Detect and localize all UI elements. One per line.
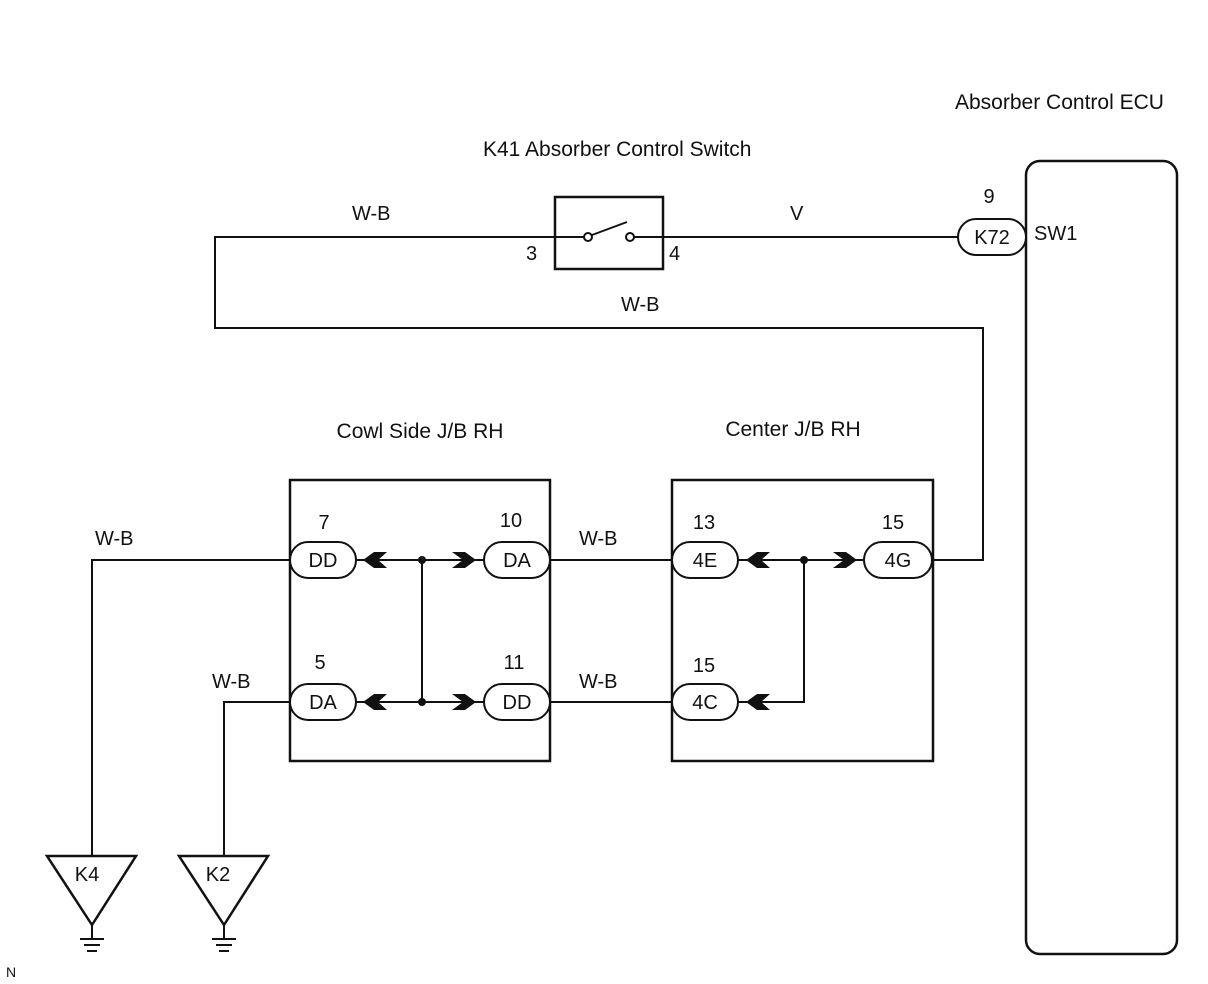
cowl-terminal-upper-left (363, 552, 387, 568)
cowl-connector-lower-left-pin: 5 (314, 652, 325, 674)
ecu-connector-k72 (957, 218, 1027, 256)
wire-color-top-left: W-B (352, 203, 391, 225)
ground-point-k4: K4 (44, 854, 139, 952)
switch-pin-right: 4 (669, 243, 680, 265)
center-connector-lower-left-pin: 15 (693, 655, 715, 677)
return-wire (214, 236, 984, 561)
cowl-terminal-lower-right (452, 694, 476, 710)
jb-links: W-B W-B (550, 528, 672, 703)
ground-label-k2: K2 (206, 864, 230, 886)
cowl-splice-lower (418, 698, 426, 706)
center-connector-lower-left-code: 4C (692, 692, 718, 714)
cowl-connector-lower-right-code: DD (503, 692, 532, 714)
top-wiring: W-B V W-B (214, 203, 984, 561)
switch-title: K41 Absorber Control Switch (483, 138, 751, 161)
center-connector-upper-right-code: 4G (885, 550, 912, 572)
cowl-jb-title: Cowl Side J/B RH (337, 420, 504, 443)
center-connector-upper-right (863, 541, 933, 579)
ecu-block: Absorber Control ECU SW1 (955, 91, 1179, 956)
switch-block: K41 Absorber Control Switch 3 4 (483, 138, 751, 271)
center-terminal-upper-right (833, 552, 857, 568)
k2-ground-wire (223, 701, 290, 856)
switch-blade (591, 221, 628, 236)
center-terminal-upper-left (746, 552, 770, 568)
wire-color-jb-upper: W-B (579, 528, 618, 550)
cowl-connector-upper-left-code: DD (309, 550, 338, 572)
cowl-jb-body (288, 478, 552, 763)
wire-color-return: W-B (621, 294, 660, 316)
center-jb-title: Center J/B RH (725, 418, 860, 441)
center-connector-upper-left-pin: 13 (693, 512, 715, 534)
cowl-junction-block: Cowl Side J/B RH DD 7 DA 10 DA 5 DD 11 (288, 420, 552, 763)
corner-mark: N (6, 964, 16, 980)
ecu-body (1024, 159, 1179, 956)
center-connector-upper-right-pin: 15 (882, 512, 904, 534)
switch-contact-right (625, 232, 635, 242)
cowl-connector-upper-right-pin: 10 (500, 510, 522, 532)
cowl-terminal-lower-left (363, 694, 387, 710)
wire-color-jb-lower: W-B (579, 671, 618, 693)
cowl-connector-lower-left-code: DA (309, 692, 337, 714)
k4-ground-wire (91, 559, 290, 856)
ecu-connector: K72 9 (957, 186, 1027, 256)
switch-contact-left (583, 232, 593, 242)
wire-color-top-right: V (790, 203, 804, 225)
center-internal-bus (738, 560, 805, 703)
ground-point-k2: K2 (176, 854, 271, 952)
cowl-terminal-upper-right (452, 552, 476, 568)
ecu-connector-code: K72 (974, 227, 1010, 249)
cowl-splice-upper (418, 556, 426, 564)
center-connector-upper-left (671, 541, 739, 579)
center-connector-upper-left-code: 4E (693, 550, 717, 572)
cowl-connector-upper-left-pin: 7 (318, 512, 329, 534)
ground-triangle-k2 (176, 854, 271, 928)
cowl-connector-upper-right-code: DA (503, 550, 531, 572)
switch-pin-left: 3 (526, 243, 537, 265)
center-jb-body (670, 478, 935, 763)
switch-body (553, 195, 665, 271)
wire-color-k2: W-B (212, 671, 251, 693)
ground-triangle-k4 (44, 854, 139, 928)
cowl-connector-lower-right-pin: 11 (504, 652, 525, 674)
ecu-terminal-label: SW1 (1034, 223, 1077, 245)
wire-color-k4: W-B (95, 528, 134, 550)
ecu-pin-number: 9 (983, 186, 994, 208)
center-junction-block: Center J/B RH 4E 13 4G 15 4C 15 (670, 418, 935, 763)
ecu-title: Absorber Control ECU (955, 91, 1164, 114)
center-splice (800, 556, 808, 564)
ground-label-k4: K4 (75, 864, 99, 886)
center-terminal-lower-left (746, 694, 770, 710)
ground-leads: W-B W-B (91, 528, 290, 856)
center-connector-lower-left (671, 683, 739, 721)
